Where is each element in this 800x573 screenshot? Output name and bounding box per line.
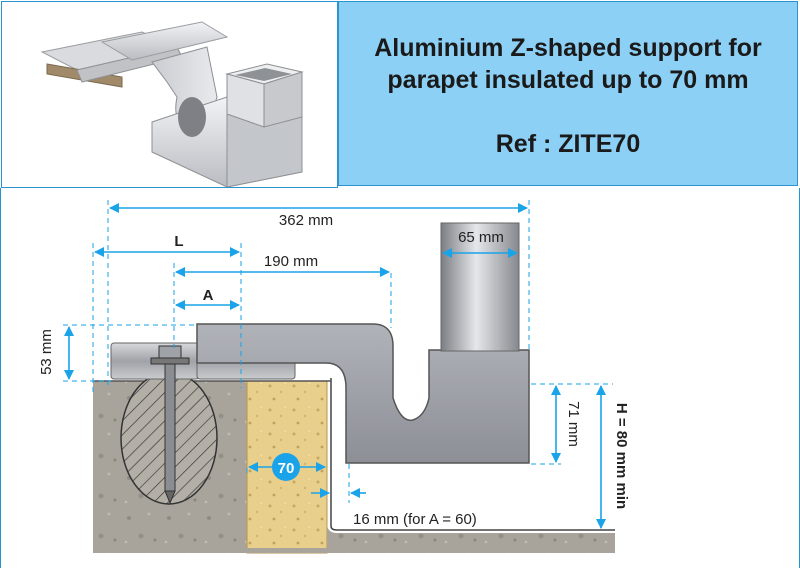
- label-A: A: [203, 287, 214, 304]
- label-height-53: 53 mm: [38, 329, 55, 375]
- title-panel: Aluminium Z-shaped support for parapet i…: [338, 1, 798, 186]
- product-photo: [1, 1, 338, 188]
- label-L: L: [174, 233, 183, 250]
- label-height-71: 71 mm: [565, 401, 582, 447]
- title-line-1: Aluminium Z-shaped support for: [374, 34, 762, 62]
- label-total-width: 362 mm: [279, 212, 333, 229]
- waterproofing-membrane: [330, 378, 615, 531]
- concrete-floor: [93, 381, 615, 553]
- label-H: H = 80 mm min: [613, 403, 630, 509]
- title-line-2: parapet insulated up to 70 mm: [387, 66, 749, 94]
- label-gap: 16 mm (for A = 60): [353, 511, 477, 528]
- technical-drawing: 362 mm L 190 mm A 65 mm 53 mm 71 mm H = …: [38, 200, 630, 554]
- dimension-guides: [63, 200, 613, 503]
- anchor-nut: [158, 345, 182, 359]
- anchor-bolt: [164, 355, 176, 492]
- label-post-width: 65 mm: [458, 229, 504, 246]
- product-title: Aluminium Z-shaped support for parapet i…: [339, 32, 797, 96]
- product-reference: Ref : ZITE70: [495, 130, 641, 158]
- railing-post: [440, 222, 520, 352]
- label-190: 190 mm: [264, 253, 318, 270]
- header-section: Aluminium Z-shaped support for parapet i…: [0, 0, 800, 188]
- support-photo-illustration: [40, 21, 304, 188]
- insulation-badge: [272, 453, 300, 481]
- technical-drawing-panel: 362 mm L 190 mm A 65 mm 53 mm 71 mm H = …: [0, 188, 800, 568]
- z-shaped-support: [196, 323, 530, 464]
- label-insulation: 70: [278, 460, 295, 477]
